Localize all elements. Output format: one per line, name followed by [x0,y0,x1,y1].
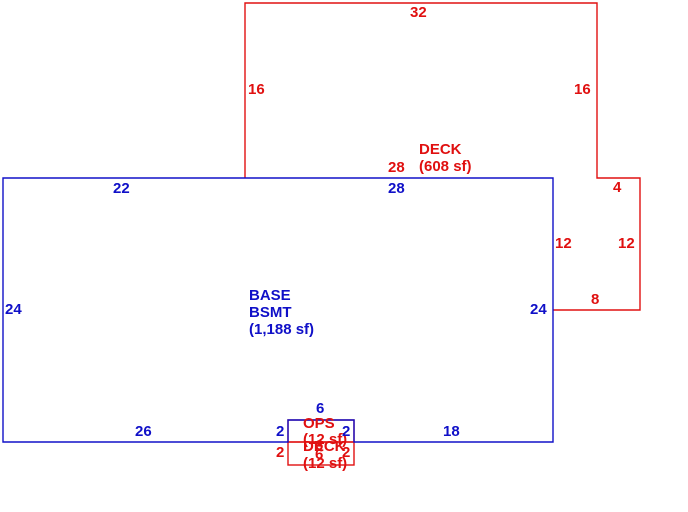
dim-base-top-right: 28 [388,180,405,197]
base-area-label-2: BSMT [249,304,292,321]
dim-small-deck-right: 2 [342,444,350,461]
ops-area-label-1: OPS [303,415,335,432]
dim-base-top-left: 22 [113,180,130,197]
dim-base-bottom-right: 18 [443,423,460,440]
dim-ops-bottom: 6 [315,437,323,454]
dim-ops-right: 2 [342,423,350,440]
dim-ops-left: 2 [276,423,284,440]
dim-small-deck-left: 2 [276,444,284,461]
small-deck-area-label-2: (12 sf) [303,455,347,472]
dim-deck-step-bottom: 8 [591,291,599,308]
dim-deck-right: 16 [574,81,591,98]
dim-ops-top: 6 [316,400,324,417]
dim-deck-top: 32 [410,4,427,21]
dim-base-bottom-left: 26 [135,423,152,440]
dim-base-right: 24 [530,301,547,318]
small-deck-outline [287,441,355,466]
base-area-label-1: BASE [249,287,291,304]
dim-small-deck-bottom: 6 [315,446,323,463]
deck-area-label-2: (608 sf) [419,158,472,175]
base-outline [2,177,554,443]
base-area-label-3: (1,188 sf) [249,321,314,338]
dim-deck-step-right: 12 [618,235,635,252]
dim-deck-step-inner: 12 [555,235,572,252]
dim-deck-left: 16 [248,81,265,98]
dim-deck-step-top: 4 [613,179,622,196]
dim-deck-bottom: 28 [388,159,405,176]
deck-area-label-1: DECK [419,141,462,158]
small-deck-area-label-1: DECK [303,438,346,455]
dim-base-left: 24 [5,301,22,318]
ops-area-label-2: (12 sf) [303,431,347,448]
deck-outline [244,2,641,311]
